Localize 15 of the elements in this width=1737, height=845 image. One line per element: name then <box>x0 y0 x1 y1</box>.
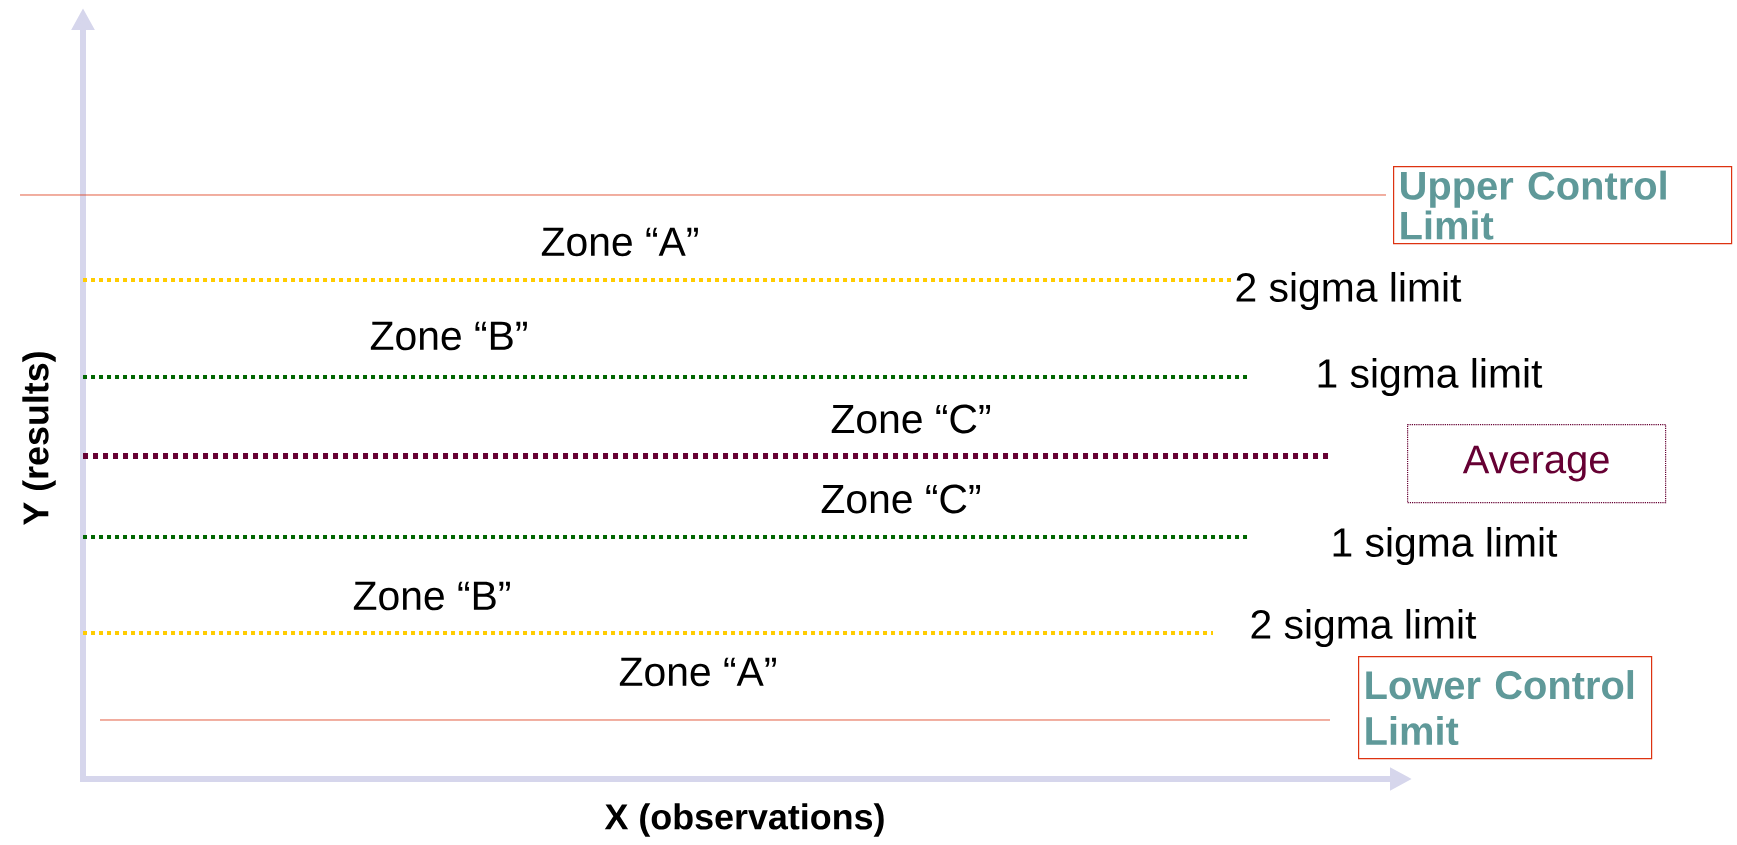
limit-box: Lower Control Limit <box>1358 656 1653 760</box>
axis-title: X (observations) <box>604 803 884 837</box>
limit-label: 2 sigma limit <box>1251 608 1477 648</box>
limit-label: 1 sigma limit <box>1318 357 1543 397</box>
limit-label: 1 sigma limit <box>1333 526 1558 566</box>
axis-title: Y (results) <box>22 352 56 526</box>
zone-label: Zone “A” <box>541 227 698 257</box>
limit-label: 2 sigma limit <box>1236 271 1462 311</box>
zone-label: Zone “B” <box>370 321 527 351</box>
zone-label: Zone “B” <box>353 581 510 611</box>
zone-label: Zone “C” <box>821 484 981 514</box>
average-box: Average <box>1407 424 1667 504</box>
zone-label: Zone “C” <box>831 404 991 434</box>
limit-box: Upper Control Limit <box>1393 166 1733 245</box>
zone-label: Zone “A” <box>619 657 776 687</box>
